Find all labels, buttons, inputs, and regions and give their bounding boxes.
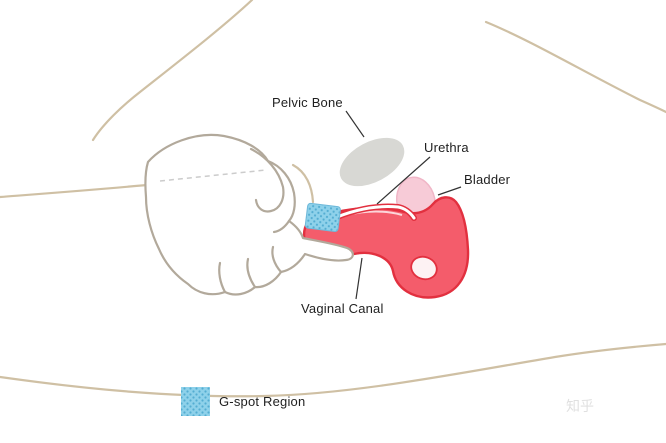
thumb-line — [249, 147, 285, 213]
body-contours — [0, 0, 666, 398]
pelvic-bone-label: Pelvic Bone — [272, 95, 343, 110]
urethra-label: Urethra — [424, 140, 469, 155]
gspot-region-group — [304, 202, 341, 232]
legend-gspot-swatch — [181, 387, 210, 416]
finger-fold-3 — [218, 261, 227, 294]
bladder-label: Bladder — [464, 172, 511, 187]
body-contour-top-left — [91, 0, 254, 142]
leader-line-pelvic-bone — [345, 110, 365, 138]
urethra-group — [327, 203, 417, 223]
urethra-lumen — [328, 205, 416, 222]
hand-illustration — [144, 133, 354, 296]
finger-fold-2 — [246, 257, 257, 289]
body-contour-mons — [291, 163, 315, 204]
pelvic-bone-shape — [339, 137, 405, 187]
vaginal-canal-inner-curl — [410, 255, 438, 281]
gspot-region-shape — [304, 202, 341, 232]
leader-line-bladder — [437, 186, 462, 196]
knuckle-line — [272, 219, 291, 234]
watermark: 知乎 — [566, 398, 594, 414]
hand-outline — [144, 133, 354, 296]
finger-fold-1 — [271, 245, 283, 274]
body-contour-top-right — [484, 20, 666, 114]
leader-line-vaginal-canal — [355, 257, 363, 300]
leader-lines — [345, 110, 462, 300]
body-contour-left — [0, 182, 159, 199]
legend-gspot-label: G-spot Region — [219, 394, 306, 409]
vaginal-canal-label: Vaginal Canal — [301, 301, 384, 316]
leader-line-urethra — [376, 156, 431, 205]
body-contour-bottom — [0, 342, 666, 398]
